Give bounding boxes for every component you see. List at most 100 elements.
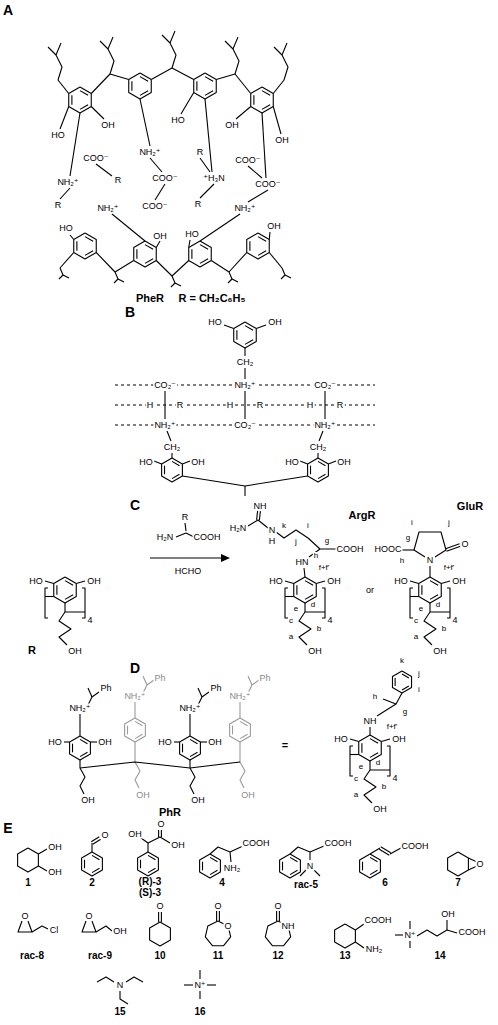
- bond-line: [421, 585, 422, 594]
- bond-line: [170, 31, 175, 43]
- atom-label: or: [365, 586, 375, 595]
- bond-line: [162, 458, 183, 482]
- bond-line: [285, 275, 291, 278]
- locant-letter: b: [316, 625, 322, 633]
- atom-label: COO⁻: [141, 202, 168, 211]
- atom-label: NH: [281, 922, 296, 931]
- panel-letter: E: [2, 821, 13, 835]
- bond-line: [180, 736, 201, 760]
- atom-label: NH₂⁺: [233, 381, 256, 390]
- bond-line: [369, 727, 370, 735]
- bond-line: [171, 453, 172, 458]
- bond-line: [304, 568, 305, 577]
- bond-line: [172, 261, 189, 277]
- bond-line: [210, 857, 217, 861]
- bond-line: [258, 237, 266, 242]
- bond-line: [199, 970, 200, 979]
- compound-name: PheR: [135, 293, 165, 304]
- atom-label: OH: [326, 577, 342, 586]
- bond-line: [259, 511, 260, 520]
- locant-letter: g: [324, 537, 330, 545]
- bond-line: [224, 325, 234, 329]
- atom-label: N⁺: [403, 931, 416, 940]
- bond-line: [69, 87, 92, 113]
- panel-letter: A: [2, 3, 14, 17]
- bond-line: [395, 678, 396, 686]
- compound-number: 6: [381, 878, 389, 888]
- bond-line: [80, 760, 85, 794]
- bond-line: [189, 240, 190, 248]
- bond-line: [85, 237, 93, 242]
- locant-letter: g: [402, 708, 408, 716]
- bond-line: [65, 581, 73, 586]
- bond-line: [48, 47, 56, 55]
- bond-line: [402, 674, 409, 678]
- bond-line: [172, 68, 194, 80]
- atom-label: HO: [284, 458, 300, 467]
- bond-line: [118, 279, 124, 282]
- bond-line: [65, 595, 73, 600]
- bond-line: [216, 911, 217, 921]
- bond-line: [370, 753, 378, 758]
- locant-letter: f+f': [386, 723, 399, 731]
- atom-label: N: [268, 526, 277, 535]
- locant-letter: f+f': [443, 564, 456, 572]
- bond-line: [181, 93, 194, 115]
- bond-line: [194, 73, 217, 99]
- bond-line: [174, 741, 180, 742]
- atom-label: NH₂⁺: [138, 148, 161, 157]
- bond-line: [115, 261, 134, 273]
- atom-label: HN: [295, 558, 310, 567]
- atom-label: OH: [432, 647, 448, 656]
- atom-label: 4: [86, 616, 93, 625]
- atom-label: N: [116, 981, 125, 990]
- compound-number: rac-9: [87, 951, 113, 961]
- bond-line: [233, 49, 239, 74]
- bond-line: [134, 241, 157, 267]
- atom-label: OH: [170, 841, 186, 850]
- compound-name: =: [281, 740, 289, 751]
- bond-line: [56, 585, 57, 594]
- bond-line: [155, 184, 165, 200]
- bond-line: [383, 699, 396, 704]
- bond-line: [71, 95, 72, 104]
- atom-label: R: [194, 200, 203, 209]
- atom-label: NH₂⁺: [313, 421, 336, 430]
- bond-line: [190, 760, 195, 794]
- bond-line: [322, 588, 325, 618]
- atom-label: HO: [184, 230, 200, 239]
- compound-number: 16: [193, 1007, 206, 1017]
- bond-line: [82, 921, 96, 932]
- atom-label: CO₂⁻: [233, 421, 257, 430]
- atom-label: NH₂⁺: [123, 692, 146, 701]
- atom-label: N: [426, 556, 435, 565]
- bond-line: [32, 926, 48, 932]
- bond-line: [143, 676, 147, 685]
- bond-line: [110, 74, 129, 80]
- atom-label: O: [20, 912, 29, 921]
- atom-label: H: [146, 401, 155, 410]
- atom-label: OH: [67, 647, 83, 656]
- atom-label: N: [306, 862, 315, 871]
- bond-line: [184, 984, 193, 985]
- bond-line: [91, 837, 99, 842]
- bond-line: [79, 714, 80, 736]
- bond-line: [161, 912, 162, 922]
- bond-line: [64, 741, 70, 742]
- bond-line: [210, 847, 231, 862]
- bond-line: [314, 870, 320, 876]
- bond-line: [245, 340, 253, 345]
- bond-line: [417, 930, 457, 936]
- locant-letter: d: [375, 759, 381, 767]
- bond-line: [350, 739, 359, 742]
- bond-line: [424, 612, 436, 645]
- locant-letter: b: [441, 625, 447, 633]
- atom-label: OH: [307, 647, 323, 656]
- atom-label: R: [181, 513, 190, 522]
- bond-line: [135, 742, 140, 788]
- bond-line: [80, 105, 88, 110]
- bond-line: [56, 55, 62, 80]
- locant-letter: d: [435, 601, 441, 609]
- bond-line: [38, 866, 47, 871]
